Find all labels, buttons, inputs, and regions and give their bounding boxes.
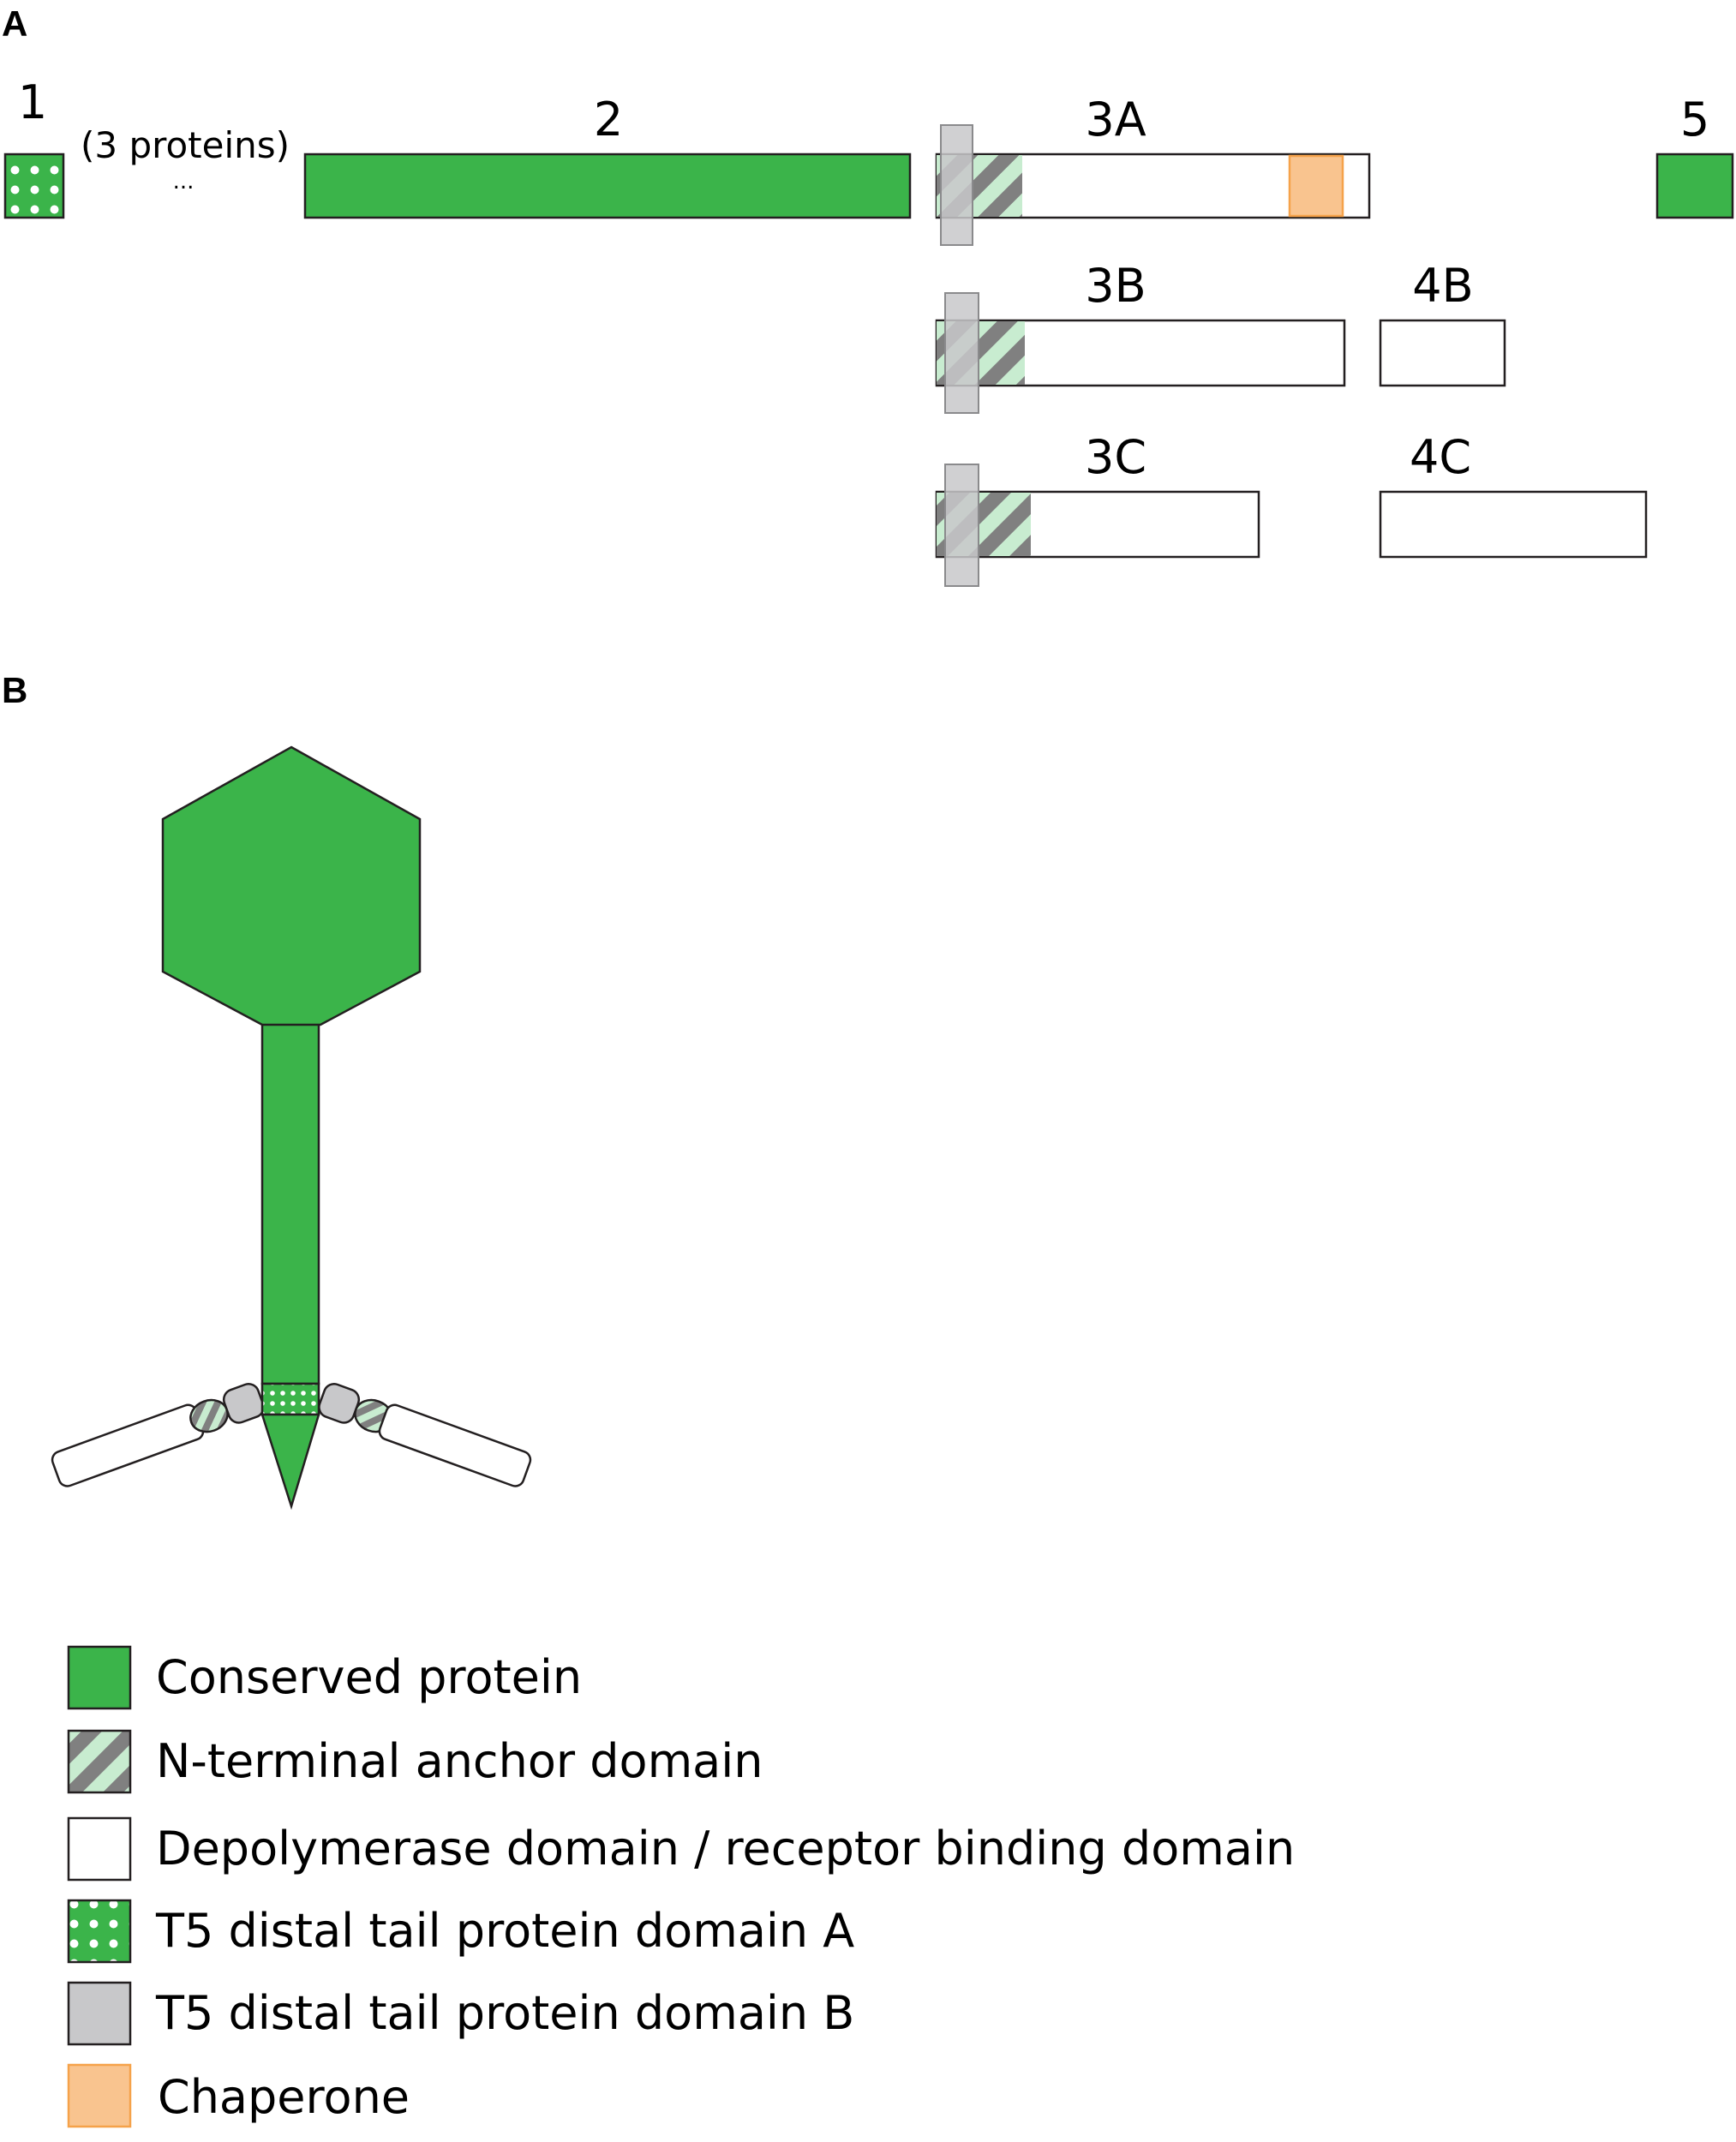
panel-label-b: B (2, 670, 27, 710)
legend-swatch-depolymerase (67, 1816, 132, 1882)
legend-item-conserved: Conserved protein (67, 1645, 582, 1710)
right-tail-fiber (318, 1383, 532, 1487)
protein-3c-domain-b (944, 464, 979, 587)
protein-4b-label: 4B (1412, 259, 1473, 313)
protein-2-label: 2 (594, 93, 623, 147)
legend-label-chaperone: Chaperone (158, 2070, 410, 2124)
legend-label-anchor: N-terminal anchor domain (156, 1734, 763, 1788)
left-fiber-domain-b (222, 1383, 265, 1424)
protein-1-ellipsis: ... (173, 169, 195, 194)
phage-head (161, 745, 422, 1026)
protein-5-label: 5 (1680, 93, 1709, 147)
legend-item-anchor: N-terminal anchor domain (67, 1729, 763, 1794)
protein-4b-box (1379, 319, 1506, 387)
legend-label-domain-a: T5 distal tail protein domain A (155, 1904, 854, 1958)
legend-swatch-conserved (67, 1645, 132, 1710)
legend-swatch-domain-b (67, 1981, 132, 2046)
legend-item-domain-a: T5 distal tail protein domain A (67, 1899, 854, 1964)
protein-3a-chaperone (1288, 154, 1344, 218)
protein-4c-box (1379, 490, 1648, 559)
left-tail-fiber (51, 1383, 265, 1487)
protein-3a-domain-b (940, 124, 973, 246)
protein-1-label: 1 (18, 75, 47, 129)
protein-3b-domain-b (944, 292, 979, 414)
legend-swatch-domain-a (67, 1899, 132, 1964)
legend-label-depolymerase: Depolymerase domain / receptor binding d… (156, 1822, 1295, 1876)
phage-illustration (51, 745, 532, 1511)
protein-3c-label: 3C (1085, 430, 1146, 484)
protein-5-box (1655, 153, 1734, 219)
panel-label-a: A (2, 3, 27, 44)
legend-item-chaperone: Chaperone (67, 2063, 410, 2128)
protein-2-box (303, 153, 912, 219)
protein-3a-label: 3A (1085, 93, 1146, 147)
phage-distal-tail-protein (260, 1382, 320, 1416)
left-fiber-depolymerase (51, 1403, 205, 1487)
phage-tail-tip (260, 1413, 320, 1511)
protein-1-note: (3 proteins) (81, 124, 290, 166)
phage-tail (260, 1022, 320, 1385)
legend-item-domain-b: T5 distal tail protein domain B (67, 1981, 854, 2046)
legend-swatch-chaperone (67, 2063, 132, 2128)
legend: Conserved protein N-terminal anchor doma… (67, 1645, 1295, 2128)
legend-label-domain-b: T5 distal tail protein domain B (155, 1986, 854, 2040)
legend-label-conserved: Conserved protein (156, 1650, 582, 1704)
protein-3b-label: 3B (1085, 259, 1146, 313)
protein-4c-label: 4C (1410, 430, 1471, 484)
protein-1-box (3, 153, 65, 219)
right-fiber-depolymerase (378, 1403, 532, 1487)
legend-swatch-anchor (67, 1729, 132, 1794)
legend-item-depolymerase: Depolymerase domain / receptor binding d… (67, 1816, 1295, 1882)
